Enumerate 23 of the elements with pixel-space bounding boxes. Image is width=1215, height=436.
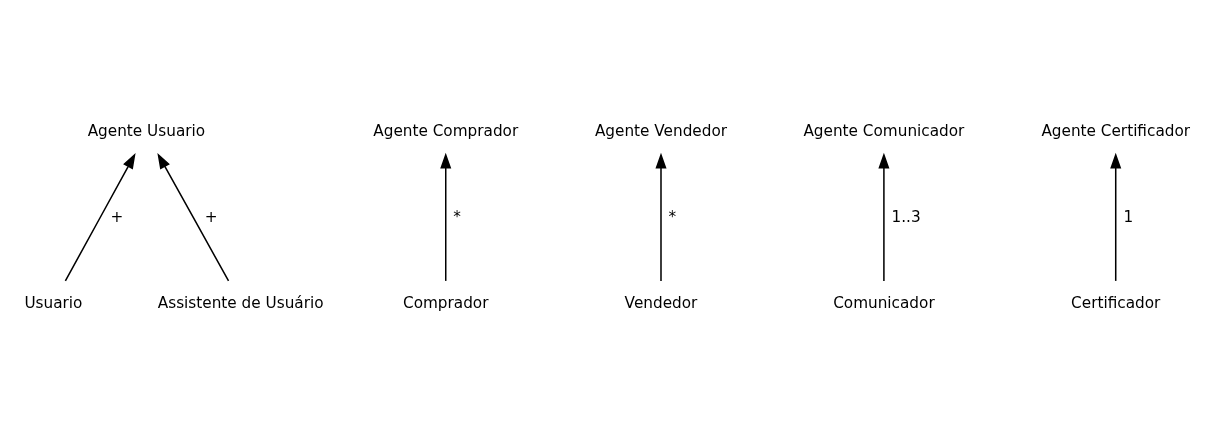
arrow <box>878 152 890 282</box>
node-text: Agente Usuario <box>87 121 206 140</box>
arrow <box>64 153 136 282</box>
arrow <box>157 153 230 282</box>
node-text: Agente Certificador <box>1041 121 1191 140</box>
node-text: Agente Comunicador <box>803 121 965 140</box>
edge-label: 1..3 <box>891 207 921 226</box>
arrow <box>1110 152 1122 282</box>
node-text: Assistente de Usuário <box>157 293 324 312</box>
edge-label: 1 <box>1123 207 1134 226</box>
edge-label: + <box>204 207 218 226</box>
node-text: Agente Vendedor <box>594 121 728 140</box>
edge-label: + <box>110 207 124 226</box>
node-text: Agente Comprador <box>373 121 519 140</box>
edge-label: * <box>453 207 461 226</box>
arrow <box>440 152 452 282</box>
node-text: Comprador <box>402 293 489 312</box>
node-text: Comunicador <box>833 293 935 312</box>
node-text: Certificador <box>1071 293 1161 312</box>
node-text: Usuario <box>24 293 83 312</box>
node-text: Vendedor <box>624 293 698 312</box>
arrow <box>655 152 667 282</box>
edge-label: * <box>668 207 677 226</box>
